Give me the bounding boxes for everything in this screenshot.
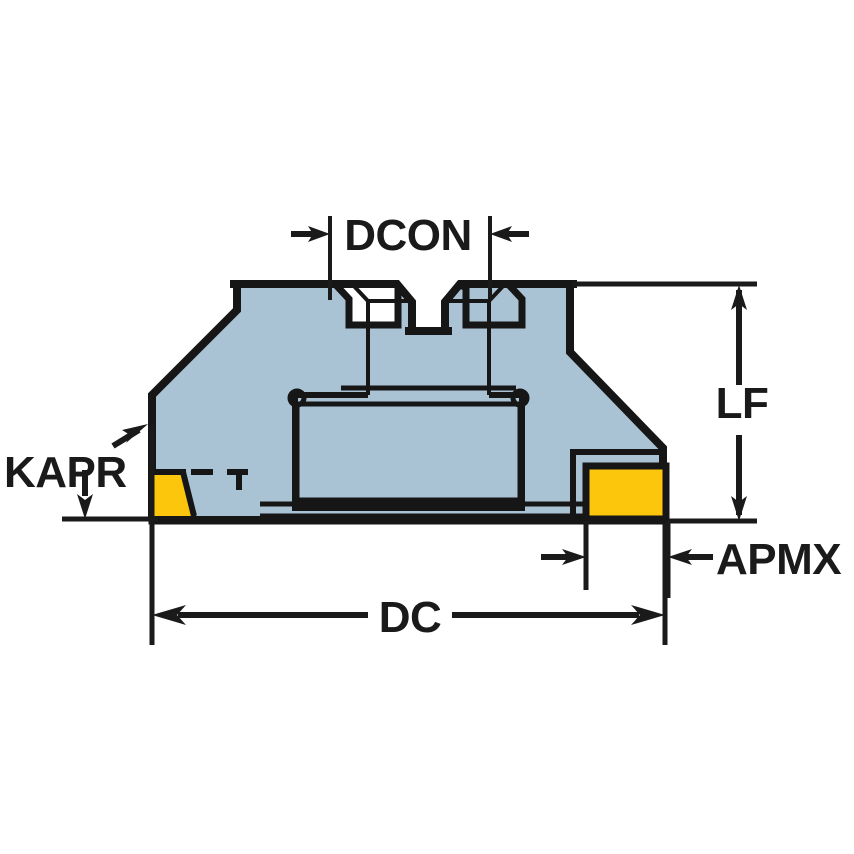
dimension-lf: LF: [572, 281, 769, 524]
insert-left-group: [152, 469, 260, 517]
keyway-left-wall: [352, 280, 416, 331]
apmx-arrowhead-left: [562, 549, 586, 565]
dimension-kapr: KAPR: [4, 424, 158, 560]
dcon-label: DCON: [344, 211, 472, 260]
top-keyway-cutout: [352, 272, 505, 330]
dimension-dcon: DCON: [291, 211, 529, 300]
hidden-construction-lines: [155, 469, 248, 500]
center-bore-group: [287, 385, 530, 511]
insert-right: [582, 462, 670, 523]
right-insert-pocket-group: [570, 449, 663, 521]
dcon-arrowhead-right: [490, 226, 512, 242]
lf-label: LF: [716, 379, 769, 428]
top-keyway-group: [350, 272, 507, 395]
kapr-label: KAPR: [4, 448, 127, 497]
dimension-dc: DC: [149, 524, 668, 645]
insert-right-group: [582, 462, 670, 523]
dimension-apmx: APMX: [541, 521, 842, 598]
right-pocket-step: [570, 449, 663, 521]
insert-left-body-overlap: [186, 472, 260, 516]
apmx-arrowhead-right: [668, 549, 692, 565]
dc-label: DC: [379, 593, 442, 642]
keyway-right-wall: [441, 280, 505, 331]
dc-arrowhead-right: [631, 605, 665, 625]
lf-arrowhead-top: [731, 285, 747, 310]
dc-arrowhead-left: [152, 605, 186, 625]
insert-left-cutting-edge: [180, 471, 197, 517]
lf-arrowhead-bottom: [731, 496, 747, 521]
kapr-arrowhead-lower: [77, 494, 93, 519]
dcon-arrowhead-left: [308, 226, 330, 242]
apmx-label: APMX: [716, 535, 841, 584]
kapr-arrowhead-upper: [122, 424, 148, 443]
